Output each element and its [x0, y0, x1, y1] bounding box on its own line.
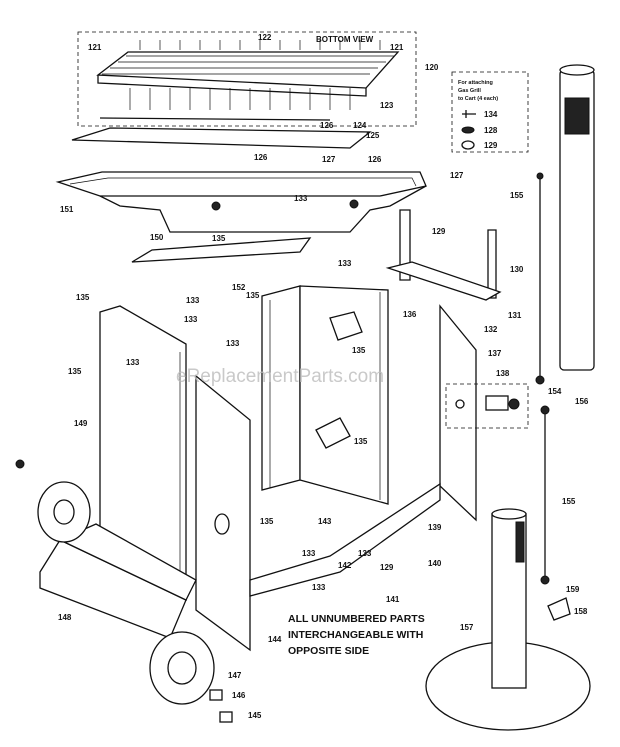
callout: 155 — [510, 191, 524, 200]
callout: 154 — [548, 387, 562, 396]
center-panels: 150 135 136 135 133 — [131, 233, 417, 505]
callout: 135 — [68, 367, 82, 376]
callout: 133 — [294, 194, 308, 203]
bottom-view-inset: BOTTOM VIEW 121 122 121 120 123 124 — [77, 31, 439, 130]
callout: 141 — [386, 595, 400, 604]
callout: 126 — [368, 155, 382, 164]
attaching-inset: For attaching Gas Grill to Cart (4 each)… — [451, 71, 529, 153]
callout: 133 — [312, 583, 326, 592]
callout: 122 — [258, 33, 272, 42]
callout: 138 — [496, 369, 510, 378]
callout: 157 — [460, 623, 474, 632]
note-line-3: OPPOSITE SIDE — [288, 645, 369, 657]
callout: 130 — [510, 265, 524, 274]
callout: 123 — [380, 101, 394, 110]
callout: 120 — [425, 63, 439, 72]
callout: 133 — [184, 315, 198, 324]
callout: 158 — [574, 607, 588, 616]
callout: 152 — [232, 283, 246, 292]
right-brackets: 129 130 131 132 — [385, 209, 524, 334]
note-line-2: INTERCHANGEABLE WITH — [288, 629, 423, 641]
inset-note-line-3: to Cart (4 each) — [458, 96, 498, 102]
callout: 133 — [358, 549, 372, 558]
callout: 155 — [562, 497, 576, 506]
callout: 133 — [186, 296, 200, 305]
callout: 137 — [488, 349, 502, 358]
callout: 128 — [484, 126, 498, 135]
callout: 151 — [60, 205, 74, 214]
callout: 150 — [150, 233, 164, 242]
callout: 140 — [428, 559, 442, 568]
wheels-and-base: 148 147 146 145 — [15, 459, 262, 723]
callout: 125 — [366, 131, 380, 140]
callout: 135 — [354, 437, 368, 446]
left-panel-and-door: 135 133 152 135 133 133 133 135 149 135 … — [68, 283, 368, 652]
interchangeable-note: ALL UNNUMBERED PARTS INTERCHANGEABLE WIT… — [288, 613, 425, 657]
callout: 124 — [353, 121, 367, 130]
callout: 156 — [575, 397, 589, 406]
callout: 127 — [322, 155, 336, 164]
inset-note-line-1: For attaching — [458, 80, 493, 86]
callout: 133 — [226, 339, 240, 348]
tank-support-rod-and-tube: 155 154 156 155 — [510, 64, 595, 585]
callout: 145 — [248, 711, 262, 720]
callout: 147 — [228, 671, 242, 680]
callout: 135 — [260, 517, 274, 526]
callout: 148 — [58, 613, 72, 622]
callout: 121 — [88, 43, 102, 52]
note-line-1: ALL UNNUMBERED PARTS — [288, 613, 425, 625]
callout: 133 — [302, 549, 316, 558]
inset-note-line-2: Gas Grill — [458, 88, 481, 94]
bottom-view-label: BOTTOM VIEW — [316, 35, 374, 44]
callout: 136 — [403, 310, 417, 319]
callout: 144 — [268, 635, 282, 644]
grate-bars: 126 125 126 127 126 — [71, 117, 382, 164]
bottom-shelf: 135 143 142 133 139 129 140 141 133 133 — [249, 482, 442, 604]
callout: 129 — [484, 141, 498, 150]
callout: 159 — [566, 585, 580, 594]
callout: 132 — [484, 325, 498, 334]
callout: 134 — [484, 110, 498, 119]
callout: 143 — [318, 517, 332, 526]
callout: 135 — [76, 293, 90, 302]
callout: 133 — [338, 259, 352, 268]
callout: 142 — [338, 561, 352, 570]
cart-top-frame: 151 133 127 — [55, 171, 464, 233]
callout: 121 — [390, 43, 404, 52]
post-and-base: 157 159 158 — [425, 508, 591, 731]
watermark: eReplacementParts.com — [176, 366, 384, 387]
callout: 135 — [352, 346, 366, 355]
callout: 127 — [450, 171, 464, 180]
valve-assembly-inset: 138 — [445, 369, 529, 429]
callout: 133 — [126, 358, 140, 367]
right-door: 137 — [439, 304, 502, 522]
callout: 129 — [432, 227, 446, 236]
callout: 149 — [74, 419, 88, 428]
callout: 131 — [508, 311, 522, 320]
callout: 129 — [380, 563, 394, 572]
callout: 146 — [232, 691, 246, 700]
callout: 126 — [320, 121, 334, 130]
callout: 139 — [428, 523, 442, 532]
callout: 126 — [254, 153, 268, 162]
callout: 135 — [246, 291, 260, 300]
callout: 135 — [212, 234, 226, 243]
